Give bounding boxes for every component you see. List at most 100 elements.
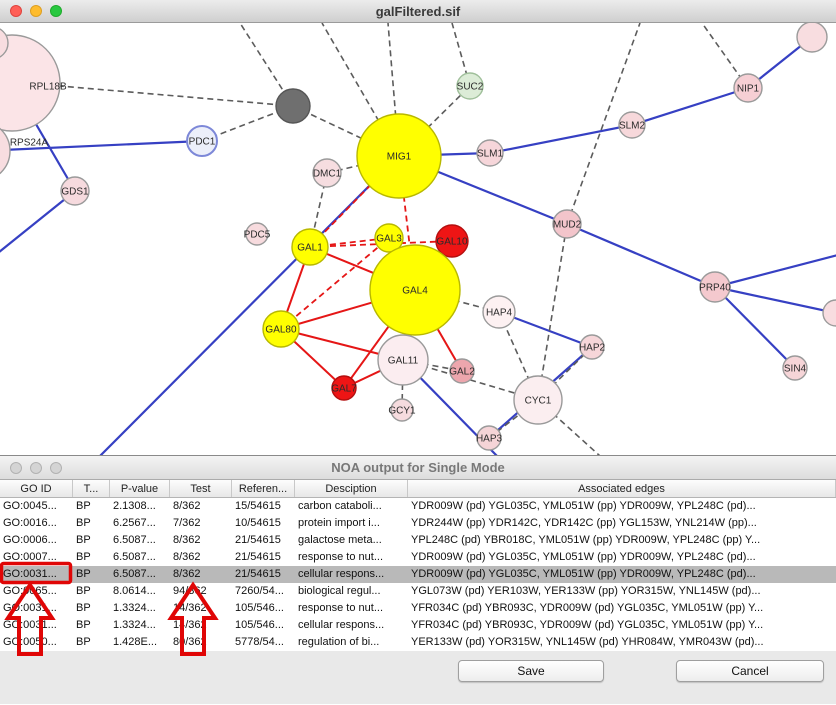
table-cell: 8/362 bbox=[173, 534, 201, 546]
table-cell: 6.2567... bbox=[113, 517, 156, 529]
network-edge-pp[interactable] bbox=[489, 123, 633, 155]
cancel-button[interactable]: Cancel bbox=[676, 660, 824, 682]
table-cell: GO:0007... bbox=[3, 551, 57, 563]
node-sin4[interactable] bbox=[782, 355, 808, 381]
column-header-2[interactable]: P-value bbox=[110, 480, 170, 497]
node-pdc5[interactable] bbox=[245, 222, 269, 246]
table-cell: carbon cataboli... bbox=[298, 500, 382, 512]
network-edge-pp[interactable] bbox=[0, 139, 203, 152]
node-mud2[interactable] bbox=[552, 209, 582, 239]
node-edge-right[interactable] bbox=[822, 299, 836, 327]
table-cell: response to nut... bbox=[298, 602, 383, 614]
node-gds1[interactable] bbox=[60, 176, 90, 206]
node-label-gal7: GAL7 bbox=[331, 384, 357, 395]
node-gal11[interactable] bbox=[377, 334, 429, 386]
window-controls bbox=[10, 5, 62, 17]
table-cell: BP bbox=[76, 517, 91, 529]
network-edge-pp[interactable] bbox=[714, 254, 836, 289]
table-cell: GO:0050... bbox=[3, 636, 57, 648]
node-unnamed-dark[interactable] bbox=[275, 88, 311, 124]
network-edge-pd[interactable] bbox=[47, 84, 294, 107]
node-hap2[interactable] bbox=[579, 334, 605, 360]
node-label-mud2: MUD2 bbox=[553, 220, 582, 231]
node-gal80[interactable] bbox=[262, 310, 300, 348]
node-mig1[interactable] bbox=[356, 113, 442, 199]
column-header-3[interactable]: Test bbox=[170, 480, 232, 497]
node-rpl18b[interactable] bbox=[0, 34, 61, 132]
noa-window-titlebar[interactable]: NOA output for Single Mode bbox=[0, 456, 836, 480]
column-header-5[interactable]: Desciption bbox=[295, 480, 408, 497]
column-header-4[interactable]: Referen... bbox=[232, 480, 295, 497]
node-slm2[interactable] bbox=[618, 111, 646, 139]
node-prp40[interactable] bbox=[699, 271, 731, 303]
table-cell: BP bbox=[76, 585, 91, 597]
node-label-mig1: MIG1 bbox=[387, 152, 412, 163]
table-cell: 14/362 bbox=[173, 602, 207, 614]
network-edge-pp[interactable] bbox=[714, 285, 836, 315]
network-edge-pd[interactable] bbox=[566, 22, 641, 225]
table-cell: 21/54615 bbox=[235, 568, 281, 580]
minimize-button[interactable] bbox=[30, 5, 42, 17]
node-gal10[interactable] bbox=[435, 224, 469, 258]
node-corner-tl[interactable] bbox=[0, 27, 9, 59]
close-button[interactable] bbox=[10, 5, 22, 17]
network-window-titlebar[interactable]: galFiltered.sif bbox=[0, 0, 836, 23]
node-label-gal1: GAL1 bbox=[297, 243, 323, 254]
save-button[interactable]: Save bbox=[458, 660, 604, 682]
node-gal3[interactable] bbox=[374, 223, 404, 253]
node-hap4[interactable] bbox=[482, 295, 516, 329]
node-corner-tr[interactable] bbox=[796, 21, 828, 53]
node-label-pdc5: PDC5 bbox=[244, 230, 271, 241]
close-button[interactable] bbox=[10, 462, 22, 474]
node-gal1[interactable] bbox=[291, 228, 329, 266]
zoom-button[interactable] bbox=[50, 5, 62, 17]
node-gal2[interactable] bbox=[449, 358, 475, 384]
network-edge-pp[interactable] bbox=[0, 190, 76, 261]
network-edge-pp[interactable] bbox=[714, 286, 796, 369]
node-gcy1[interactable] bbox=[390, 398, 414, 422]
column-header-0[interactable]: GO ID bbox=[0, 480, 73, 497]
node-hap3[interactable] bbox=[476, 425, 502, 451]
node-pdc1[interactable] bbox=[186, 125, 218, 157]
node-nip1[interactable] bbox=[733, 73, 763, 103]
node-cyc1[interactable] bbox=[513, 375, 563, 425]
node-gal4[interactable] bbox=[369, 244, 461, 336]
node-rps24a[interactable] bbox=[0, 121, 11, 181]
node-label-prp40: PRP40 bbox=[699, 283, 731, 294]
node-label-gcy1: GCY1 bbox=[388, 406, 416, 417]
network-edge-rdd[interactable] bbox=[280, 237, 390, 330]
table-cell: YDR009W (pd) YGL035C, YML051W (pp) YDR00… bbox=[411, 551, 756, 563]
network-edge-pp[interactable] bbox=[566, 222, 716, 289]
table-cell: cellular respons... bbox=[298, 568, 385, 580]
node-label-hap3: HAP3 bbox=[476, 434, 503, 445]
zoom-button[interactable] bbox=[50, 462, 62, 474]
minimize-button[interactable] bbox=[30, 462, 42, 474]
table-cell: YDR009W (pd) YGL035C, YML051W (pp) YDR00… bbox=[411, 568, 756, 580]
network-edge-pd[interactable] bbox=[398, 85, 471, 157]
table-cell: BP bbox=[76, 568, 91, 580]
node-label-slm2: SLM2 bbox=[619, 121, 646, 132]
node-dmc1[interactable] bbox=[312, 158, 342, 188]
column-header-6[interactable]: Associated edges bbox=[408, 480, 836, 497]
table-cell: BP bbox=[76, 602, 91, 614]
node-slm1[interactable] bbox=[476, 139, 504, 167]
node-suc2[interactable] bbox=[456, 72, 484, 100]
network-edge-pd[interactable] bbox=[239, 22, 294, 107]
column-header-1[interactable]: T... bbox=[73, 480, 110, 497]
button-bar: Save Cancel bbox=[0, 651, 836, 705]
node-gal7[interactable] bbox=[331, 375, 357, 401]
network-edge-pp[interactable] bbox=[631, 86, 749, 127]
network-graph[interactable]: RPL18BRPS24AGDS1PDC1DMC1MIG1SUC2SLM1SLM2… bbox=[0, 21, 836, 457]
